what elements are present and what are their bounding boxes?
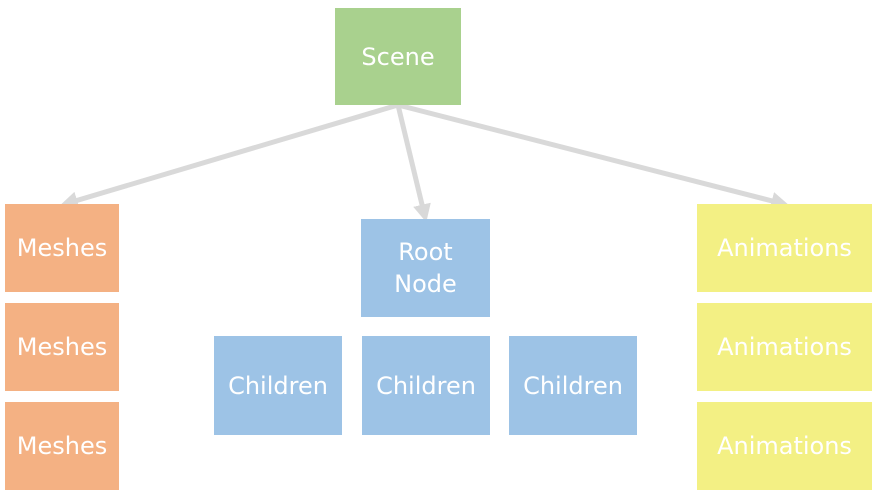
meshes-box: Meshes — [5, 402, 119, 490]
animations-box: Animations — [697, 303, 872, 391]
meshes-box: Meshes — [5, 204, 119, 292]
children-box: Children — [214, 336, 342, 435]
arrow-scene-to-meshes — [59, 102, 399, 210]
arrow-scene-to-root-node — [395, 104, 431, 223]
animations-box: Animations — [697, 402, 872, 490]
arrow-scene-to-animations — [397, 102, 790, 210]
meshes-box: Meshes — [5, 303, 119, 391]
scene-box: Scene — [335, 8, 461, 105]
children-box: Children — [509, 336, 637, 435]
children-box: Children — [362, 336, 490, 435]
root-node-box: Root Node — [361, 219, 490, 317]
animations-box: Animations — [697, 204, 872, 292]
